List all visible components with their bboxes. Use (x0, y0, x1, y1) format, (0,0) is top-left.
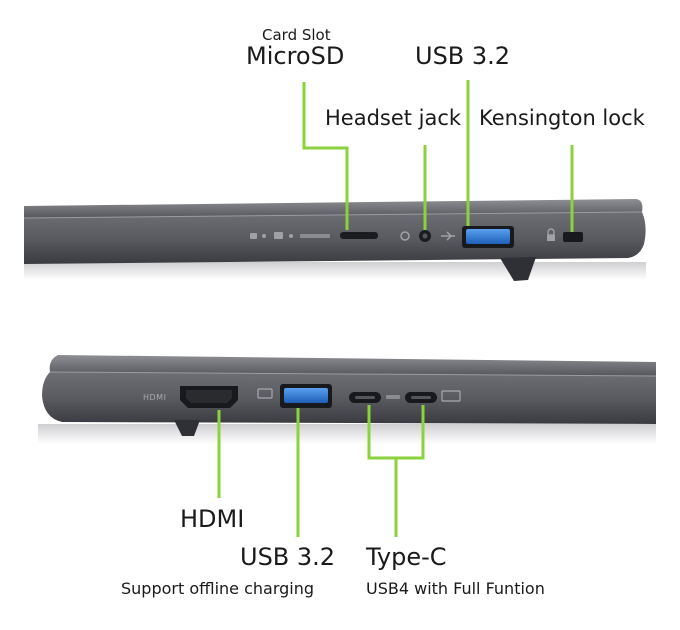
top-usb-a-tongue (466, 229, 510, 244)
laptop-right-side (23, 199, 646, 281)
headset-jack-label: Headset jack (325, 106, 462, 130)
microsd-callout-line (302, 82, 349, 230)
bottom-laptop-foot (174, 420, 200, 436)
hdmi-port-inner (186, 390, 232, 403)
hdmi-label: HDMI (180, 505, 245, 533)
bottom-laptop-lid (49, 355, 656, 376)
bottom-laptop-seam (49, 371, 657, 377)
top-laptop-base (24, 212, 646, 264)
top-laptop-foot (500, 257, 536, 281)
usb-icon (441, 231, 455, 241)
battery-led-icon (274, 232, 283, 239)
bottom-usb-label: USB 3.2 (240, 543, 336, 571)
bottom-usb-a-tongue (284, 388, 328, 403)
hdmi-print: HDMI (143, 393, 166, 402)
kensington-lock-label: Kensington lock (479, 106, 645, 130)
type-c-port-1-tongue (355, 396, 375, 399)
top-laptop-shadow (24, 262, 646, 280)
led-dot-icon (289, 234, 293, 238)
top-usb-label: USB 3.2 (415, 42, 511, 70)
display-port-icon (441, 390, 461, 402)
headset-icon (400, 231, 410, 241)
bottom-laptop-base (42, 372, 656, 424)
bottom-callout-lines (217, 405, 425, 537)
type-c-label: Type-C (366, 543, 447, 571)
headset-jack-pin (422, 233, 428, 239)
microsd-slot (340, 232, 378, 239)
charging-usb-icon (257, 388, 273, 399)
led-dot-icon (262, 234, 266, 238)
status-led-icons (250, 232, 330, 239)
top-laptop-seam (23, 211, 643, 219)
usb-charging-note: Support offline charging (121, 579, 315, 598)
top-callout-lines (302, 80, 574, 232)
type-c-port-2-tongue (411, 396, 431, 399)
microsd-label: MicroSD (246, 42, 345, 70)
card-slot-label: Card Slot (262, 26, 331, 44)
type-c-note: USB4 with Full Funtion (366, 579, 545, 598)
power-led-icon (250, 233, 257, 239)
bottom-laptop-shadow (38, 424, 656, 444)
kensington-slot (563, 232, 583, 242)
laptop-left-side: HDMI (38, 355, 657, 444)
thunderbolt-icon (386, 395, 400, 399)
lock-icon-body (547, 235, 555, 241)
card-print-icon (300, 234, 330, 238)
